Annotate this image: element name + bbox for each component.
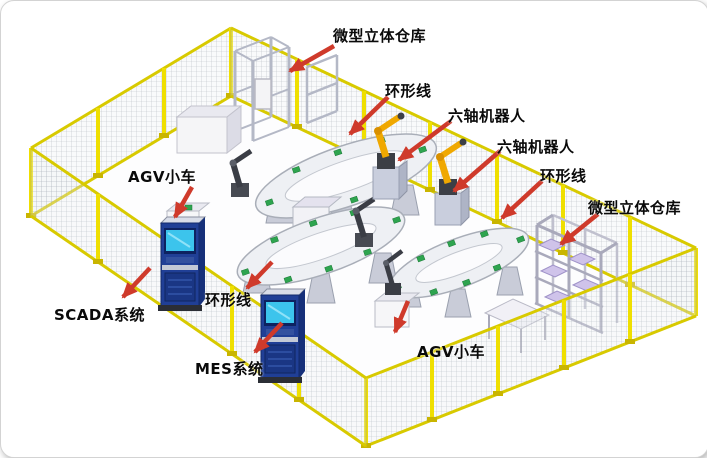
label-ring-conveyor-lower: 环形线	[205, 291, 252, 309]
six-axis-robot-1	[372, 112, 408, 201]
handling-robot-2	[352, 196, 376, 247]
callout-arrow-robot-1	[397, 119, 453, 162]
callout-arrow-mini-warehouse-right	[559, 212, 600, 246]
callout-arrow-mini-warehouse-left	[288, 44, 336, 73]
ring-conveyor-right	[388, 227, 530, 299]
scada-cabinet	[158, 216, 207, 311]
handling-robot-1	[229, 148, 253, 197]
callout-arrow-ring-lower	[245, 260, 274, 290]
label-six-axis-robot-1: 六轴机器人	[448, 107, 526, 125]
callout-arrow-mes	[253, 321, 284, 354]
mes-cabinet	[258, 288, 307, 383]
callout-arrow-scada	[121, 266, 152, 299]
callout-arrows	[121, 44, 600, 354]
callout-arrow-ring-upper	[348, 95, 390, 136]
callout-arrow-agv-right	[392, 300, 411, 334]
label-scada-system: SCADA系统	[54, 306, 145, 324]
warehouse-gantry-2	[305, 53, 339, 125]
label-mini-warehouse-right: 微型立体仓库	[588, 199, 682, 217]
callout-arrow-agv-left	[173, 185, 194, 219]
callout-arrow-ring-right	[500, 179, 544, 220]
label-ring-conveyor-upper: 环形线	[385, 82, 432, 100]
label-mini-warehouse-left: 微型立体仓库	[333, 27, 427, 45]
callout-arrow-robot-2	[452, 149, 502, 193]
label-agv-cart-right: AGV小车	[417, 343, 486, 361]
label-ring-conveyor-right: 环形线	[540, 167, 587, 185]
control-box-top-left	[175, 104, 243, 155]
label-six-axis-robot-2: 六轴机器人	[497, 138, 575, 156]
label-agv-cart-left: AGV小车	[128, 168, 197, 186]
label-mes-system: MES系统	[195, 360, 264, 378]
